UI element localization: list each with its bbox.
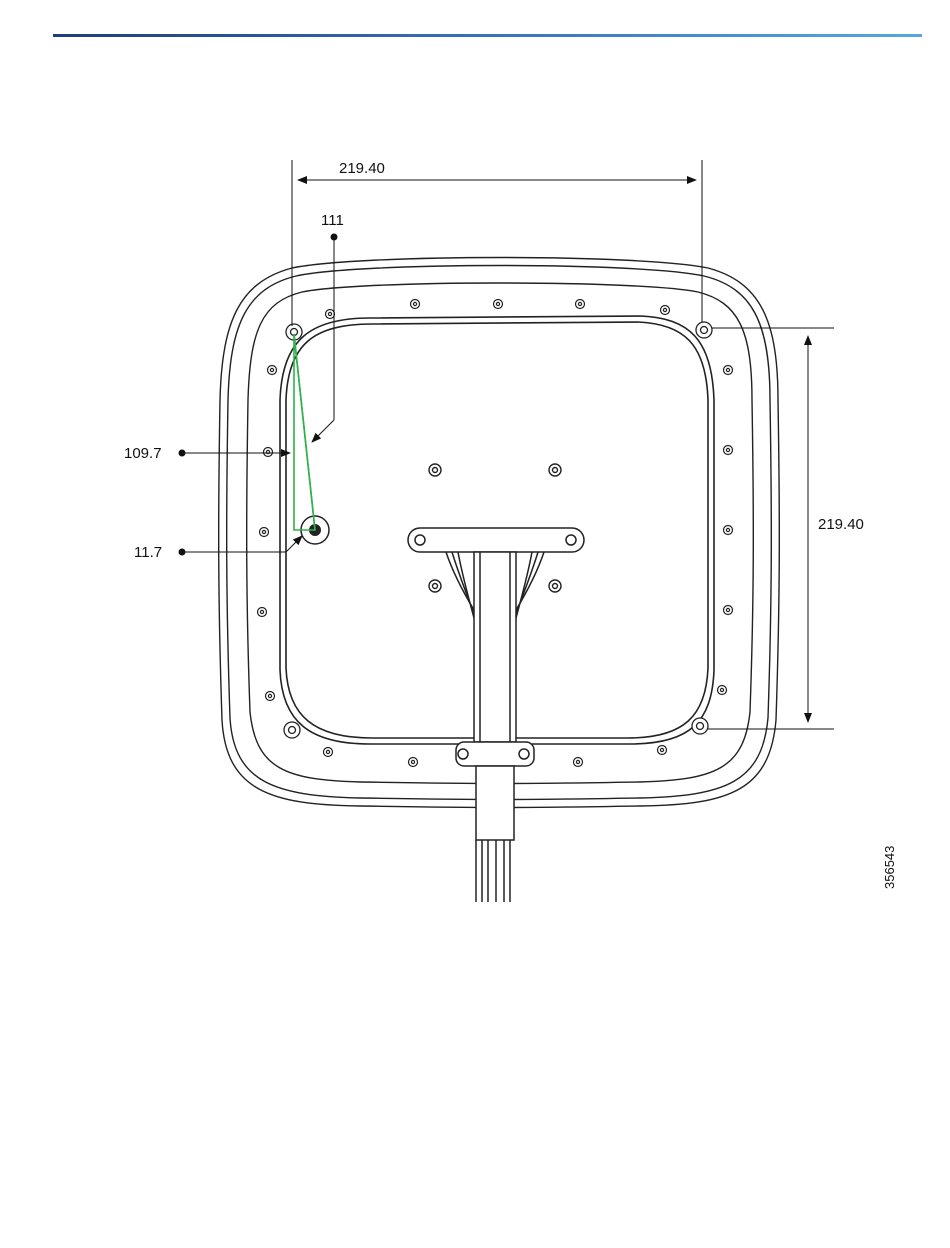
perimeter-screw-center xyxy=(720,688,723,691)
perimeter-screw-center xyxy=(328,312,331,315)
figure-id: 356543 xyxy=(882,846,897,889)
perimeter-screw-center xyxy=(726,448,729,451)
perimeter-screw-center xyxy=(576,760,579,763)
callout-109-7-leader xyxy=(179,450,290,456)
perimeter-screw-center xyxy=(268,694,271,697)
callout-109-7-label: 109.7 xyxy=(124,445,162,462)
callout-111-leader xyxy=(312,234,337,442)
perimeter-screw-center xyxy=(270,368,273,371)
perimeter-screw-center xyxy=(326,750,329,753)
perimeter-screw-center xyxy=(726,368,729,371)
perimeter-screw-center xyxy=(413,302,416,305)
perimeter-screw-center xyxy=(260,610,263,613)
height-dim-label: 219.40 xyxy=(818,516,864,533)
perimeter-screw-center xyxy=(660,748,663,751)
perimeter-screw-center xyxy=(496,302,499,305)
callout-11-7-label: 11.7 xyxy=(134,544,162,561)
width-dim-label: 219.40 xyxy=(339,160,385,177)
perimeter-screw-center xyxy=(578,302,581,305)
perimeter-screw-center xyxy=(262,530,265,533)
highlight-triangle xyxy=(294,334,315,530)
perimeter-screw-center xyxy=(411,760,414,763)
perimeter-screw-center xyxy=(663,308,666,311)
callout-11-7-leader xyxy=(179,536,302,555)
callout-111-label: 111 xyxy=(321,212,344,229)
perimeter-screw-center xyxy=(726,608,729,611)
perimeter-screw-center xyxy=(726,528,729,531)
